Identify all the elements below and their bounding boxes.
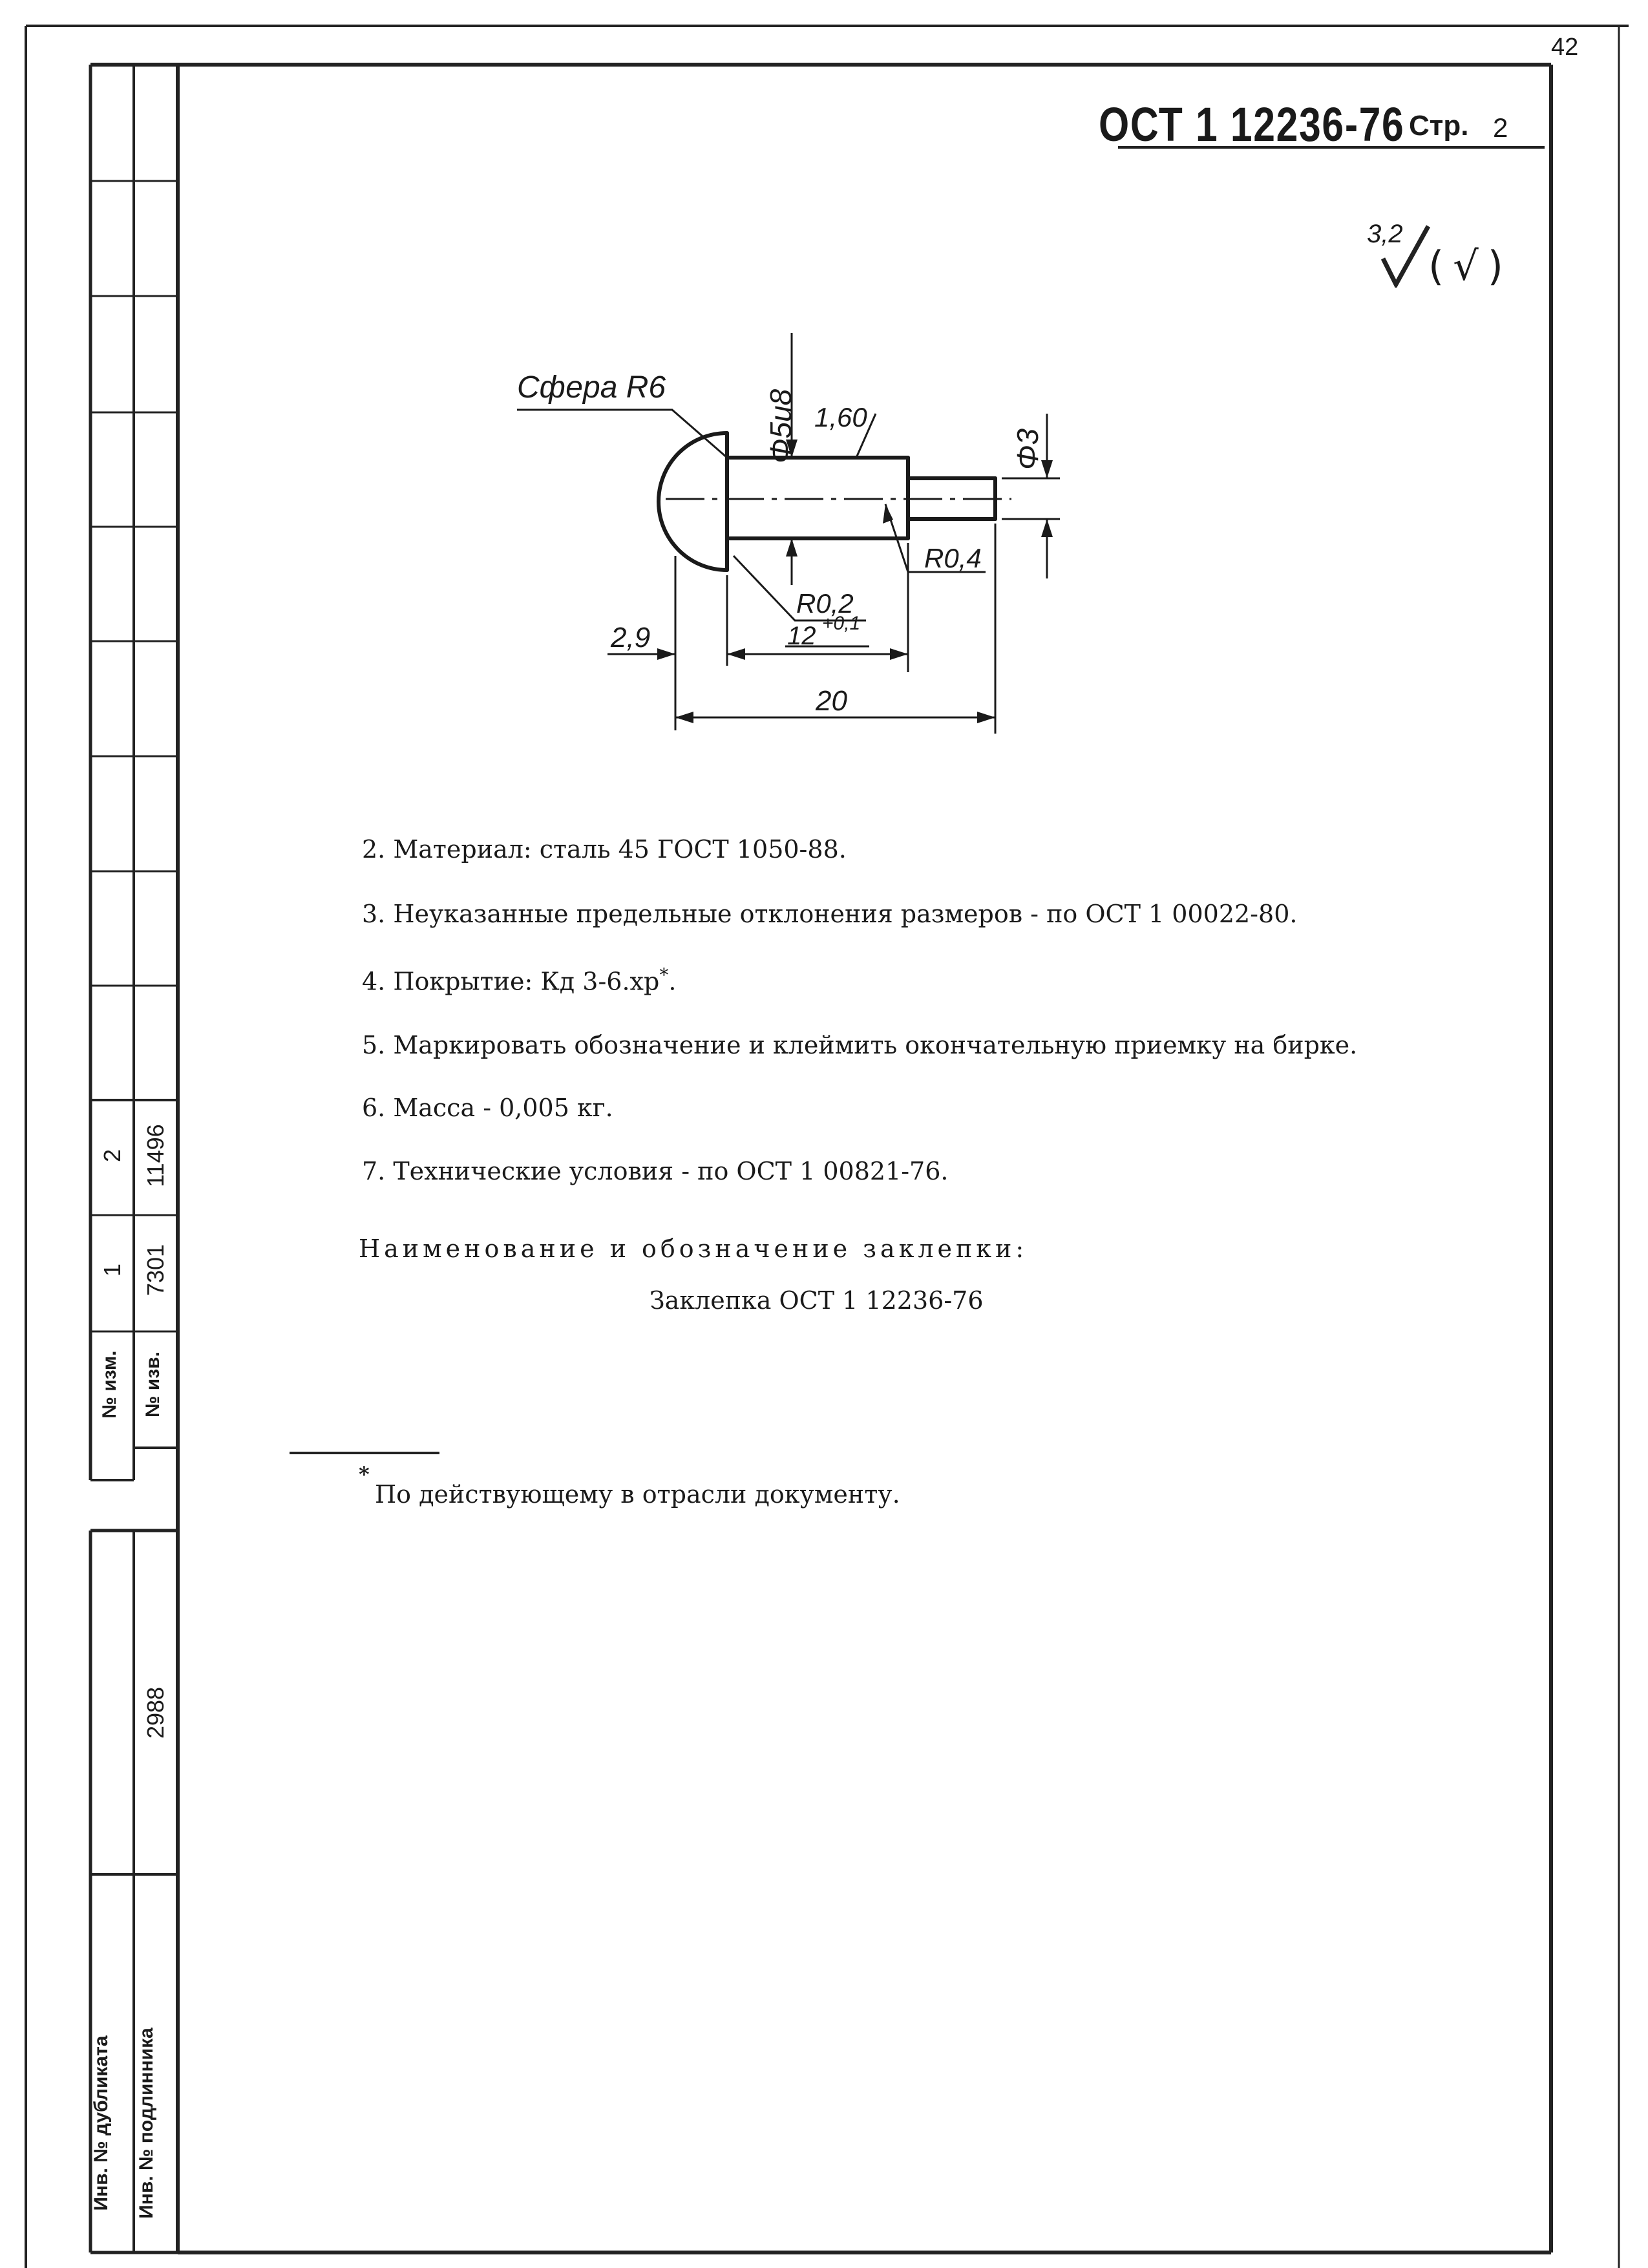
notice-7301: 7301 [142,1244,169,1297]
document-code: ОСТ 1 12236-76 [1099,98,1405,151]
page-label: Стр. [1409,110,1469,142]
notice-number-label: № изв. [142,1351,164,1417]
sphere-label: Сфера R6 [517,370,666,405]
total-length-label: 20 [816,685,847,717]
note-coating: 4. Покрытие: Кд 3-6.хр*. [362,964,676,996]
footnote-mark: * [359,1462,370,1487]
fillet-radius-label: R0,2 [796,588,854,619]
shank-diameter-label: Φ5u8 [764,388,798,463]
note-specs: 7. Технические условия - по ОСТ 1 00821-… [362,1157,949,1185]
note-mass: 6. Масса - 0,005 кг. [362,1094,613,1122]
notice-11496: 11496 [142,1124,169,1187]
page-value: 2 [1493,112,1508,143]
original-inventory-value: 2988 [142,1686,169,1739]
footnote-text: По действующему в отрасли документу. [375,1480,900,1509]
designation-value: Заклепка ОСТ 1 12236-76 [650,1286,984,1315]
page-number: 42 [1551,34,1579,61]
shank-length-label: 12 [787,622,816,650]
note-material: 2. Материал: сталь 45 ГОСТ 1050-88. [362,835,847,864]
roughness-check-icon [1380,225,1431,288]
note-coating-tail: . [668,967,677,996]
roughness-value: 3,2 [1367,220,1403,248]
head-height-label: 2,9 [611,622,651,653]
duplicate-inventory-label: Инв. № дубликата [90,2035,112,2211]
original-inventory-label: Инв. № подлинника [136,2028,157,2219]
note-coating-mark: * [659,964,669,986]
note-marking: 5. Маркировать обозначение и клеймить ок… [362,1031,1358,1059]
rivet-drawing [517,333,1060,734]
note-tolerances: 3. Неуказанные предельные отклонения раз… [362,900,1298,928]
note-coating-text: 4. Покрытие: Кд 3-6.хр [362,967,660,996]
tip-radius-label: R0,4 [924,543,982,573]
rev-1: 1 [99,1263,125,1277]
shank-roughness-label: 1,60 [814,402,867,432]
shank-length-tolerance: +0,1 [822,613,861,634]
tip-diameter-label: Φ3 [1011,428,1044,470]
rev-number-label: № изм. [99,1350,120,1419]
designation-title: Наименование и обозначение заклепки: [359,1235,1028,1263]
roughness-note: (√) [1428,242,1512,290]
rev-2: 2 [99,1149,125,1163]
